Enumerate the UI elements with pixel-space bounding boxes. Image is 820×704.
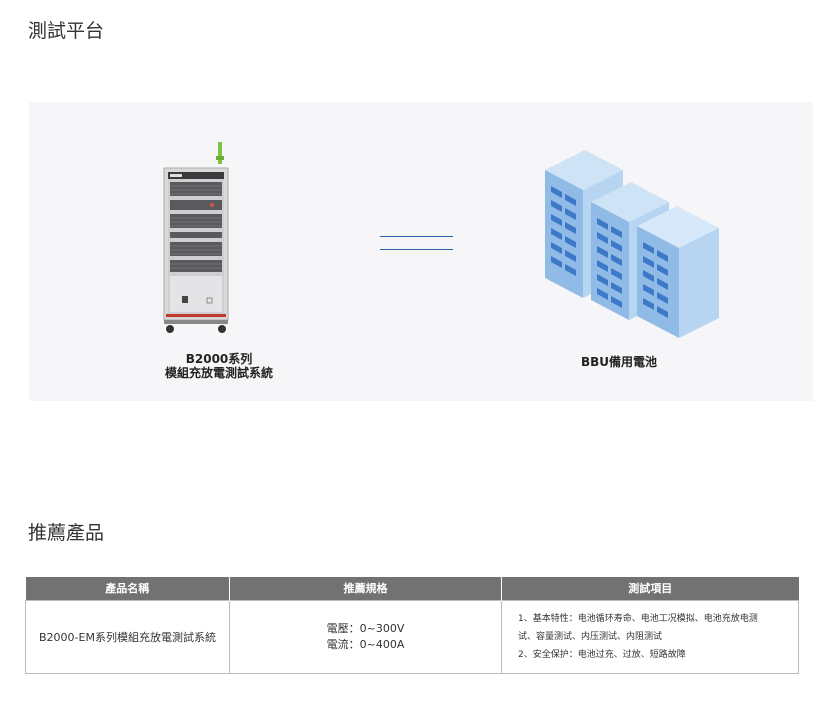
- section-title-products: 推薦產品: [28, 522, 105, 544]
- table-row: B2000-EM系列模組充放電測試系統 電壓：0~300V 電流：0~400A …: [25, 599, 799, 674]
- cabinet-caption: B2000系列 模組充放電測試系統: [119, 352, 319, 380]
- test-platform-panel: B2000系列 模組充放電測試系統: [29, 102, 813, 401]
- test-item-line: 2、安全保护：电池过充、过放、短路故障: [518, 649, 686, 660]
- cabinet-image: [162, 142, 232, 334]
- products-table: 產品名稱 推薦規格 測試項目 B2000-EM系列模組充放電測試系統 電壓：0~…: [25, 577, 799, 674]
- test-item-line: 试、容量测试、内压测试、内阻测试: [518, 631, 663, 642]
- product-spec-cell: 電壓：0~300V 電流：0~400A: [229, 599, 502, 674]
- connection-lines: [380, 236, 453, 250]
- table-header-row: 產品名稱 推薦規格 測試項目: [25, 577, 799, 600]
- product-test-items-cell: 1、基本特性：电池循环寿命、电池工况模拟、电池充放电测 试、容量测试、内压测试、…: [501, 599, 799, 674]
- test-item-line: 1、基本特性：电池循环寿命、电池工况模拟、电池充放电测: [518, 613, 758, 624]
- cabinet-caption-line2: 模組充放電測試系統: [164, 366, 273, 380]
- product-name-cell: B2000-EM系列模組充放電測試系統: [25, 599, 230, 674]
- bbu-image: [543, 148, 723, 340]
- spec-voltage: 電壓：0~300V: [326, 621, 405, 635]
- section-title-platform: 測試平台: [28, 20, 105, 42]
- header-test-items: 測試項目: [501, 577, 799, 600]
- spec-current: 電流：0~400A: [326, 637, 405, 651]
- bbu-caption: BBU備用電池: [580, 355, 658, 369]
- cabinet-caption-line1: B2000系列: [185, 352, 253, 366]
- header-recommended-spec: 推薦規格: [229, 577, 502, 600]
- header-product-name: 產品名稱: [25, 577, 230, 600]
